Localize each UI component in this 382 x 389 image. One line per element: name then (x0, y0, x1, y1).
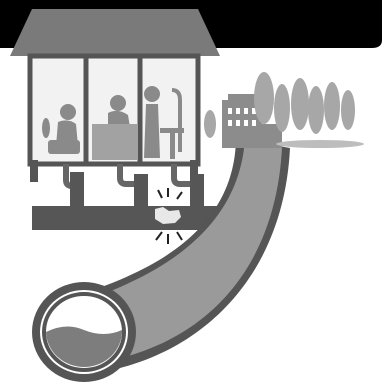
house-roof (10, 9, 220, 56)
pipe-break-icon (155, 188, 183, 244)
tree-icon (204, 72, 355, 138)
drain-pipe-icon (63, 164, 204, 208)
sink-icon (92, 95, 138, 160)
toilet-icon (42, 104, 80, 154)
sewer-pipe-icon (32, 138, 290, 382)
shower-icon (144, 86, 184, 159)
